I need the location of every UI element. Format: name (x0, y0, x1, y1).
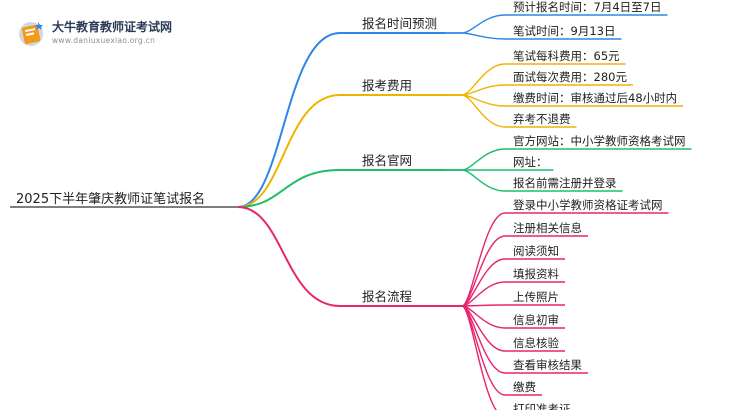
branch-label-4: 报名流程 (362, 289, 413, 304)
leaf-label: 信息核验 (513, 336, 559, 350)
leaf-label: 笔试时间：9月13日 (513, 24, 615, 38)
leaf-label: 缴费 (513, 380, 536, 394)
leaf-label: 预计报名时间：7月4日至7日 (513, 0, 661, 14)
leaf-label: 信息初审 (513, 313, 559, 327)
leaf-label: 缴费时间：审核通过后48小时内 (513, 91, 677, 105)
branch-label-3: 报名官网 (362, 153, 412, 168)
leaf-label: 弃考不退费 (513, 112, 571, 126)
leaf-label: 笔试每科费用：65元 (513, 49, 620, 63)
site-logo: 大牛教育教师证考试网 www.daniuxuexiao.org.cn (16, 16, 176, 50)
leaf-connector (445, 148, 506, 171)
root-node-label: 2025下半年肇庆教师证笔试报名 (16, 191, 205, 207)
leaf-label: 阅读须知 (513, 244, 559, 258)
leaf-label: 填报资料 (513, 267, 559, 281)
branch-connector-4 (237, 206, 341, 307)
leaf-connector (445, 94, 506, 128)
leaf-label: 打印准考证 (513, 402, 571, 410)
leaf-label: 面试每次费用：280元 (513, 70, 627, 84)
leaf-connector (445, 235, 506, 307)
branch-label-2: 报考费用 (362, 78, 412, 93)
logo-url: www.daniuxuexiao.org.cn (52, 36, 156, 45)
leaf-label: 查看审核结果 (513, 358, 582, 372)
leaf-connector (445, 212, 506, 307)
branch-label-1: 报名时间预测 (362, 16, 437, 31)
leaf-connector (445, 32, 506, 40)
leaf-connector (445, 305, 506, 329)
leaf-connector (445, 281, 506, 307)
leaf-connector (445, 84, 506, 96)
leaf-connector (445, 305, 506, 396)
leaf-label: 注册相关信息 (513, 221, 582, 235)
leaf-label: 报名前需注册并登录 (513, 176, 617, 190)
leaf-connector (445, 169, 506, 192)
leaf-connector (445, 305, 506, 374)
leaf-label: 网址： (513, 155, 548, 169)
leaf-label: 官方网站：中小学教师资格考试网 (513, 134, 686, 148)
logo-title: 大牛教育教师证考试网 (52, 20, 173, 34)
book-badge-icon (19, 22, 43, 46)
leaf-connector (445, 63, 506, 96)
leaf-connector (445, 94, 506, 107)
branch-connector-2 (237, 94, 341, 208)
branch-connector-3 (237, 169, 341, 208)
leaf-label: 上传照片 (513, 290, 559, 304)
leaf-connector (445, 14, 506, 34)
leaf-label: 登录中小学教师资格证考试网 (513, 198, 663, 212)
branch-connector-1 (237, 32, 341, 208)
leaf-connector (445, 305, 498, 410)
